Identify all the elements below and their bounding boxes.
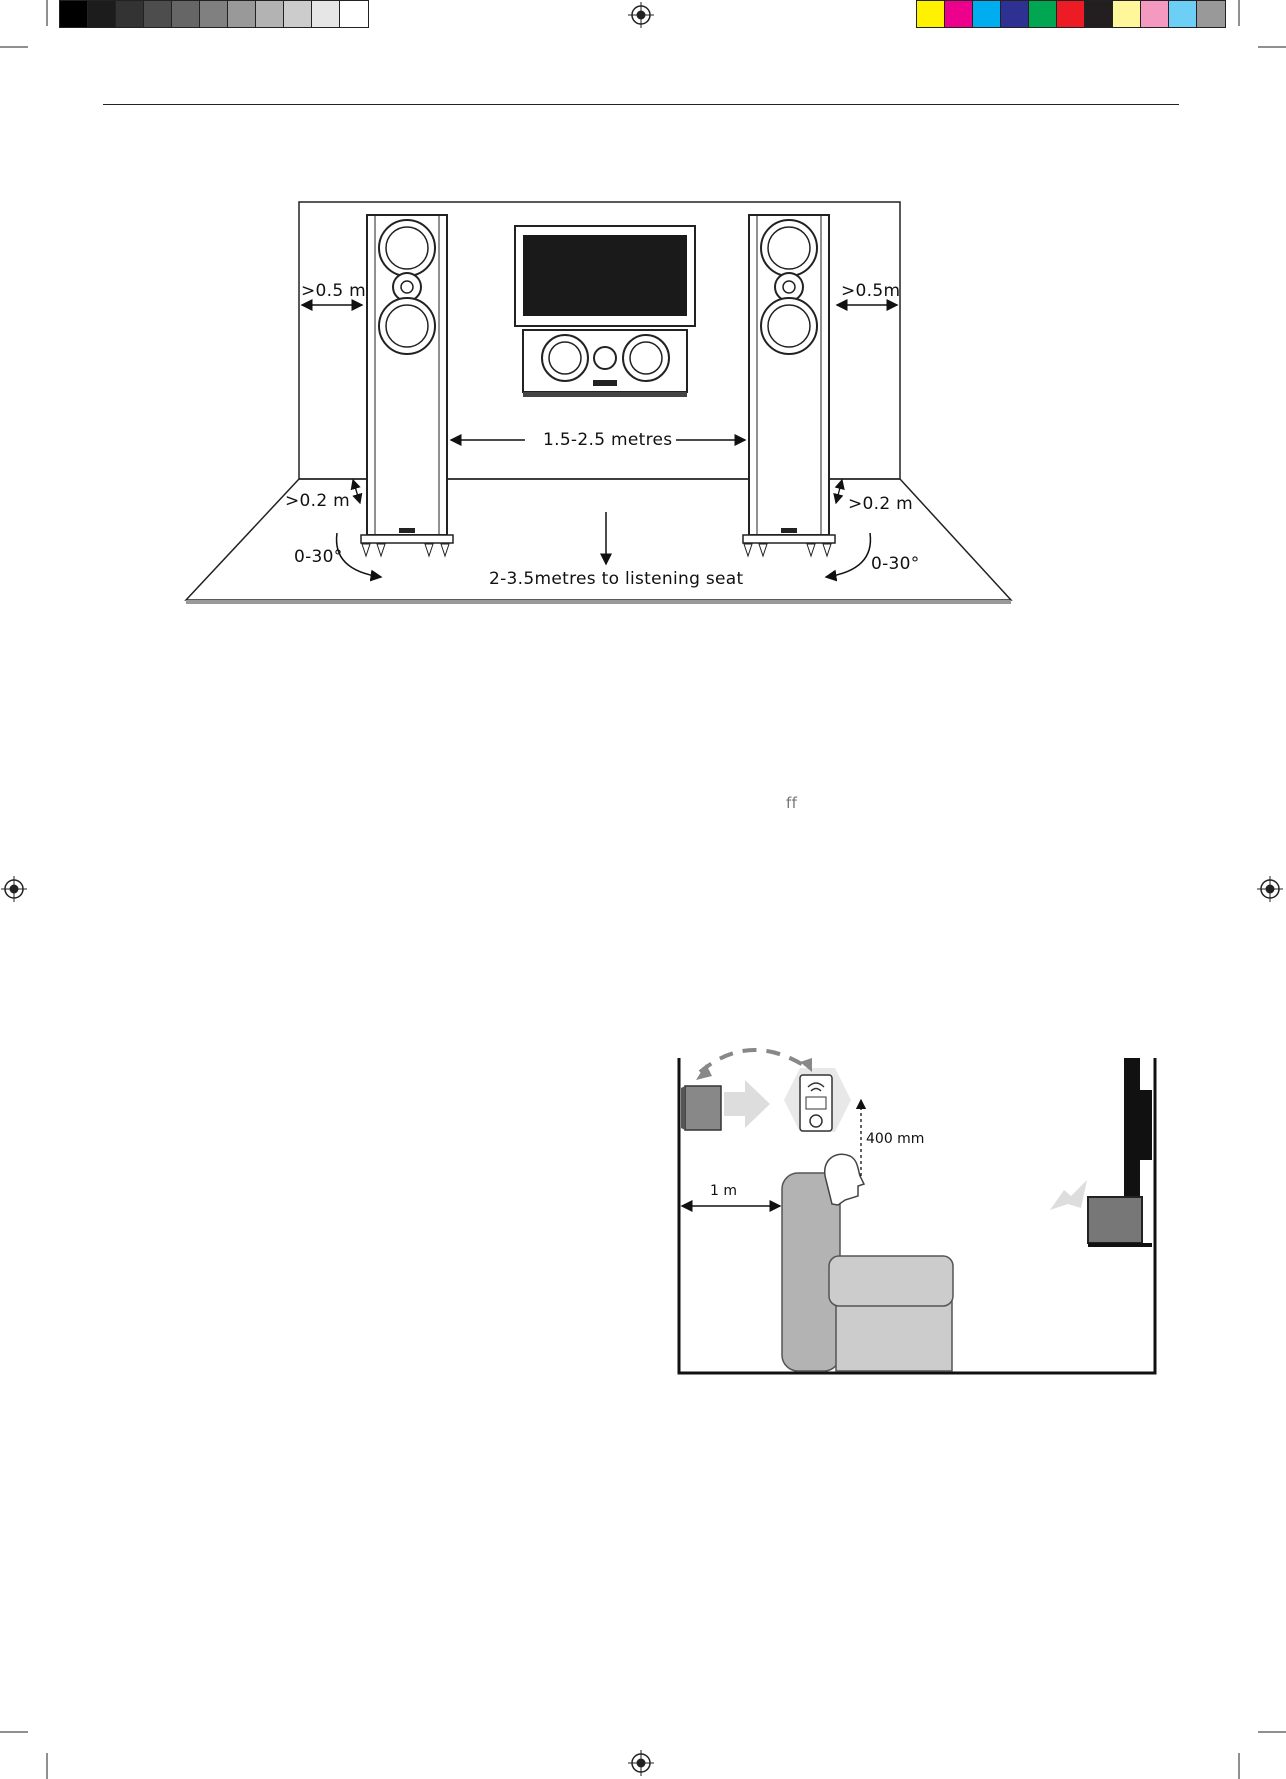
sofa (782, 1173, 953, 1371)
front-speaker (1088, 1197, 1152, 1247)
overhead-speaker (800, 1075, 832, 1131)
sound-arrow-front (1050, 1180, 1087, 1210)
wall-rear-speaker (681, 1086, 721, 1130)
distance-dimension-label: 1 m (710, 1183, 737, 1199)
reposition-arc (700, 1050, 808, 1072)
move-arrow (724, 1080, 770, 1128)
height-dimension-label: 400 mm (866, 1131, 924, 1147)
listener-head (825, 1154, 864, 1205)
wall-tv (1124, 1058, 1152, 1206)
